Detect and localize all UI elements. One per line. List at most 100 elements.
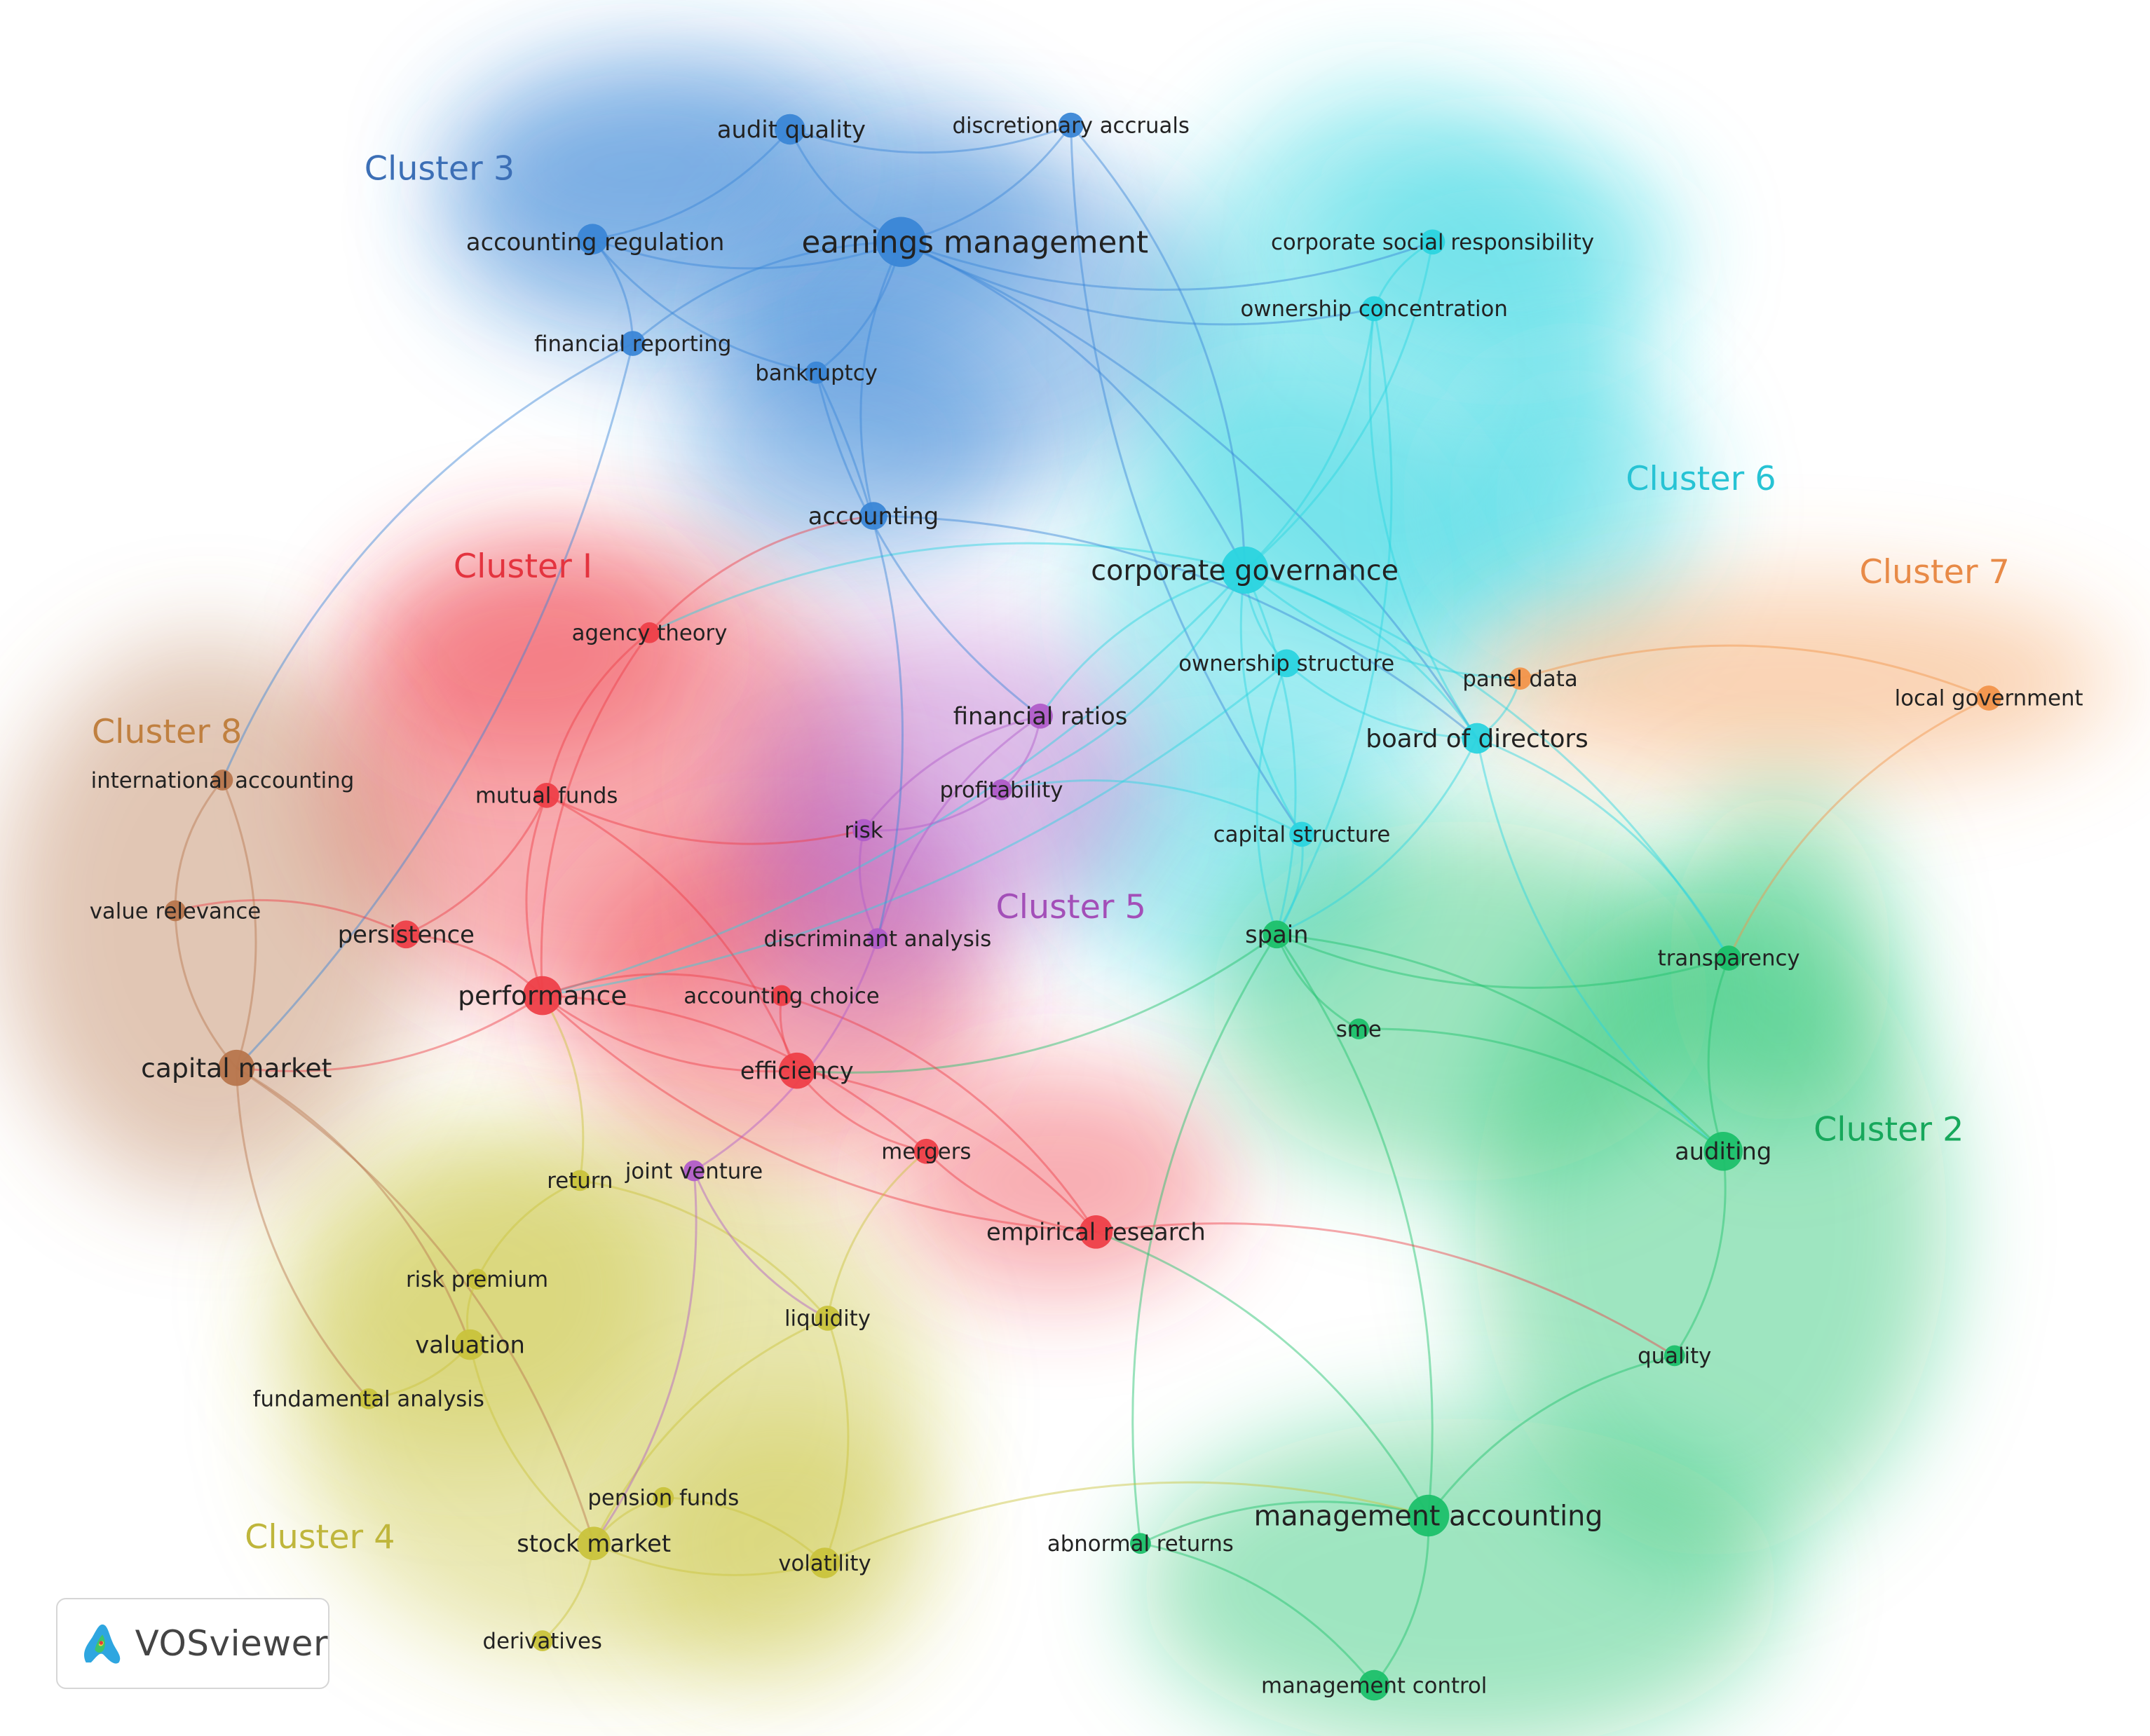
cluster-density-blob: [278, 1126, 668, 1461]
node-performance[interactable]: [522, 976, 562, 1016]
node-label-risk: risk: [845, 818, 883, 843]
node-label-earnings-management: earnings management: [801, 224, 1148, 260]
node-label-corporate-governance: corporate governance: [1091, 554, 1399, 587]
node-profitability[interactable]: [991, 779, 1012, 800]
node-pension-funds[interactable]: [653, 1486, 674, 1508]
node-persistence[interactable]: [392, 920, 421, 949]
node-accounting-regulation[interactable]: [577, 224, 608, 255]
node-ownership-structure[interactable]: [1272, 649, 1301, 678]
link-sme-auditing: [1359, 1027, 1724, 1152]
node-ownership-concentration[interactable]: [1361, 296, 1387, 322]
node-abnormal-returns[interactable]: [1130, 1533, 1151, 1554]
link-performance-accounting_choice: [542, 973, 782, 997]
node-label-risk-premium: risk premium: [406, 1267, 548, 1292]
cluster-density-blob: [361, 542, 695, 765]
node-discriminant-analysis[interactable]: [867, 928, 888, 950]
node-accounting[interactable]: [859, 502, 887, 530]
node-label-joint-venture: joint venture: [625, 1159, 763, 1184]
node-capital-market[interactable]: [218, 1049, 255, 1086]
cluster-density-blob: [1474, 584, 2114, 779]
node-return[interactable]: [569, 1170, 591, 1191]
node-spain[interactable]: [1263, 920, 1291, 949]
node-agency-theory[interactable]: [639, 622, 660, 643]
node-value-relevance[interactable]: [165, 900, 186, 922]
node-mutual-funds[interactable]: [533, 782, 559, 808]
link-return-liquidity: [580, 1179, 829, 1319]
node-mergers[interactable]: [913, 1138, 939, 1164]
node-local-government[interactable]: [1976, 685, 2001, 711]
link-auditing-quality: [1673, 1151, 1727, 1357]
node-international-accounting[interactable]: [212, 770, 233, 791]
node-financial-ratios[interactable]: [1028, 703, 1053, 729]
node-transparency[interactable]: [1716, 945, 1741, 971]
node-label-pension-funds: pension funds: [587, 1486, 739, 1511]
node-management-accounting[interactable]: [1407, 1494, 1450, 1537]
node-risk[interactable]: [852, 819, 875, 842]
node-sme[interactable]: [1348, 1018, 1370, 1040]
node-csr[interactable]: [1420, 229, 1445, 255]
link-audit_quality-discretionary_accruals: [789, 124, 1072, 154]
node-efficiency[interactable]: [779, 1052, 815, 1089]
node-audit-quality[interactable]: [775, 114, 805, 145]
node-label-efficiency: efficiency: [740, 1057, 854, 1084]
link-earnings_management-board_of_directors: [901, 240, 1478, 739]
node-label-csr: corporate social responsibility: [1271, 230, 1594, 255]
node-financial-reporting[interactable]: [620, 331, 646, 356]
link-spain-auditing: [1277, 933, 1724, 1152]
node-capital-structure[interactable]: [1289, 821, 1314, 847]
link-spain-abnormal_returns: [1131, 934, 1278, 1544]
cluster-density-blob: [1668, 792, 1892, 1127]
node-liquidity[interactable]: [815, 1305, 841, 1331]
link-international_accounting-capital_market: [222, 779, 257, 1069]
link-bankruptcy-discriminant_analysis: [815, 372, 904, 939]
node-label-abnormal-returns: abnormal returns: [1047, 1531, 1234, 1557]
node-stock-market[interactable]: [577, 1526, 611, 1561]
node-label-capital-market: capital market: [141, 1053, 332, 1084]
node-quality[interactable]: [1663, 1345, 1685, 1367]
node-earnings-management[interactable]: [876, 217, 927, 267]
node-bankruptcy[interactable]: [805, 361, 828, 384]
node-corporate-governance[interactable]: [1220, 546, 1269, 594]
node-auditing[interactable]: [1703, 1131, 1743, 1171]
node-panel-data[interactable]: [1509, 667, 1532, 690]
node-empirical-research[interactable]: [1079, 1215, 1113, 1249]
link-capital_market-fundamental_analysis: [235, 1067, 369, 1400]
node-board-of-directors[interactable]: [1462, 723, 1492, 754]
node-management-control[interactable]: [1359, 1669, 1390, 1701]
node-label-discriminant-analysis: discriminant analysis: [763, 927, 991, 952]
link-corporate_governance-agency_theory: [648, 542, 1246, 634]
link-performance-efficiency: [541, 995, 797, 1073]
link-mutual_funds-performance: [525, 795, 548, 997]
cluster-label-c2: Cluster 2: [1814, 1111, 1964, 1149]
link-abnormal_returns-management_control: [1140, 1542, 1375, 1686]
node-label-quality: quality: [1638, 1344, 1711, 1369]
link-agency_theory-accounting: [648, 514, 874, 634]
node-label-sme: sme: [1336, 1017, 1382, 1042]
node-valuation[interactable]: [454, 1329, 486, 1360]
link-earnings_management-ownership_concentration: [900, 240, 1375, 326]
link-earnings_management-corporate_governance: [901, 240, 1246, 571]
link-csr-corporate_governance: [1244, 241, 1434, 571]
node-joint-venture[interactable]: [683, 1160, 705, 1182]
link-ownership_structure-spain: [1256, 662, 1288, 935]
node-fundamental-analysis[interactable]: [358, 1388, 379, 1409]
node-risk-premium[interactable]: [466, 1269, 488, 1290]
node-accounting-choice[interactable]: [771, 985, 792, 1006]
cluster-density-blob: [1084, 375, 1502, 821]
link-spain-efficiency: [796, 934, 1278, 1074]
node-derivatives[interactable]: [531, 1630, 553, 1652]
link-management_accounting-abnormal_returns: [1140, 1501, 1429, 1545]
node-label-liquidity: liquidity: [784, 1306, 871, 1332]
link-panel_data-local_government: [1520, 644, 1989, 699]
link-liquidity-mergers: [826, 1150, 927, 1319]
link-return-performance: [541, 995, 585, 1181]
link-corporate_governance-profitability: [1000, 569, 1246, 791]
cluster-label-c8: Cluster 8: [92, 713, 242, 751]
node-discretionary-accruals[interactable]: [1058, 112, 1084, 138]
node-volatility[interactable]: [809, 1547, 841, 1578]
link-financial_reporting-international_accounting: [222, 342, 634, 781]
node-label-mergers: mergers: [881, 1140, 971, 1165]
